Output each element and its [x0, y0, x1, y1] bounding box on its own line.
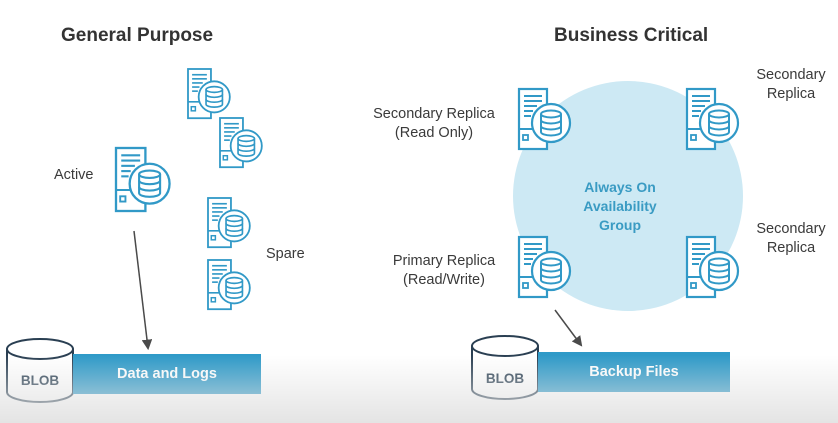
active-label: Active [54, 167, 94, 183]
availability-group-label: Always On Availability Group [555, 178, 685, 235]
arrow-primary-to-backup [554, 309, 583, 347]
active-server-icon [114, 146, 171, 213]
secondary-replica-top-label: Secondary Replica [745, 66, 837, 104]
secondary-readonly-label: Secondary Replica (Read Only) [358, 105, 510, 143]
spare-server-icon [219, 117, 263, 169]
group-label-line2: Availability [583, 198, 657, 214]
primary-replica-label: Primary Replica (Read/Write) [378, 252, 510, 290]
spare-server-icon [207, 197, 251, 249]
secondary-server-icon [685, 87, 740, 151]
blob-label-right: BLOB [485, 371, 525, 386]
group-label-line3: Group [599, 217, 641, 233]
primary-label-line2: (Read/Write) [403, 272, 485, 288]
secondary-readonly-label-line1: Secondary Replica [373, 106, 495, 122]
secondary-replica-bottom-label: Secondary Replica [745, 220, 837, 258]
secondary-readonly-label-line2: (Read Only) [394, 125, 474, 141]
primary-label-line1: Primary Replica [392, 253, 496, 269]
blob-label-left: BLOB [20, 373, 60, 388]
group-label-line1: Always On [584, 179, 656, 195]
blob-cylinder-right [471, 335, 539, 400]
blob-cylinder-left [6, 338, 74, 403]
availability-group-circle [513, 81, 743, 311]
secondary-top-label-line1: Secondary [756, 67, 826, 83]
secondary-bottom-label-line2: Replica [766, 240, 816, 256]
secondary-bottom-label-line1: Secondary [756, 221, 826, 237]
spare-server-icon [207, 259, 251, 311]
backup-files-bar: Backup Files [538, 352, 730, 392]
business-critical-title: Business Critical [554, 25, 709, 46]
general-purpose-title: General Purpose [61, 25, 214, 46]
spare-label: Spare [266, 246, 305, 262]
spare-server-icon [187, 68, 231, 120]
arrow-active-to-blob [133, 230, 153, 351]
secondary-top-label-line2: Replica [766, 86, 816, 102]
data-and-logs-bar: Data and Logs [73, 354, 261, 394]
